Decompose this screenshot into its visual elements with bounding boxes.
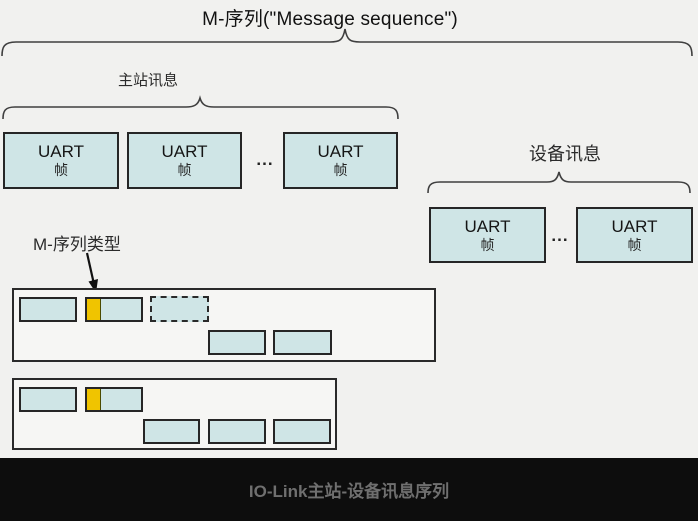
octet-box bbox=[208, 419, 266, 444]
uart-frame-name: UART bbox=[38, 142, 84, 162]
uart-frame-unit: 帧 bbox=[54, 162, 68, 179]
uart-frame-name: UART bbox=[161, 142, 208, 162]
uart-frame-unit: 帧 bbox=[177, 162, 192, 179]
device-message-label: 设备讯息 bbox=[529, 144, 601, 164]
device-ellipsis: ... bbox=[551, 226, 569, 245]
uart-frame-name: UART bbox=[611, 216, 658, 236]
octet-with-mtype-highlight bbox=[85, 387, 143, 412]
uart-frame-name: UART bbox=[317, 142, 364, 162]
master-ellipsis: ... bbox=[256, 150, 274, 169]
octet-segment bbox=[101, 299, 141, 320]
optional-octet-dashed-box bbox=[150, 296, 209, 322]
octet-box bbox=[143, 419, 200, 444]
octet-box bbox=[208, 330, 266, 355]
master-message-label: 主站讯息 bbox=[117, 72, 178, 89]
octet-box bbox=[273, 330, 332, 355]
m-sequence-type-label: M-序列类型 bbox=[33, 235, 121, 254]
master-uart-frame-3: UART 帧 bbox=[283, 132, 398, 189]
uart-frame-unit: 帧 bbox=[333, 162, 348, 179]
page-title: M-序列("Message sequence") bbox=[202, 9, 458, 30]
master-message-brace bbox=[2, 95, 399, 120]
message-sequence-row-2 bbox=[12, 378, 337, 450]
uart-frame-name: UART bbox=[464, 216, 511, 236]
device-uart-frame-1: UART 帧 bbox=[429, 207, 546, 263]
m-sequence-brace bbox=[1, 28, 693, 57]
master-uart-frame-1: UART 帧 bbox=[3, 132, 119, 189]
octet-box bbox=[273, 419, 331, 444]
octet-box bbox=[19, 387, 77, 412]
device-message-brace bbox=[427, 171, 691, 194]
octet-box bbox=[19, 297, 77, 322]
master-uart-frame-2: UART 帧 bbox=[127, 132, 242, 189]
uart-frame-unit: 帧 bbox=[627, 236, 642, 253]
caption-bar: IO-Link主站-设备讯息序列 bbox=[0, 458, 698, 521]
octet-with-mtype-highlight bbox=[85, 297, 143, 322]
uart-frame-unit: 帧 bbox=[480, 236, 495, 253]
caption-text: IO-Link主站-设备讯息序列 bbox=[248, 482, 450, 501]
message-sequence-row-1 bbox=[12, 288, 436, 362]
octet-segment bbox=[101, 389, 141, 410]
device-uart-frame-2: UART 帧 bbox=[576, 207, 693, 263]
m-sequence-type-arrow bbox=[85, 252, 98, 293]
m-sequence-type-highlight bbox=[87, 389, 101, 410]
m-sequence-type-highlight bbox=[87, 299, 101, 320]
